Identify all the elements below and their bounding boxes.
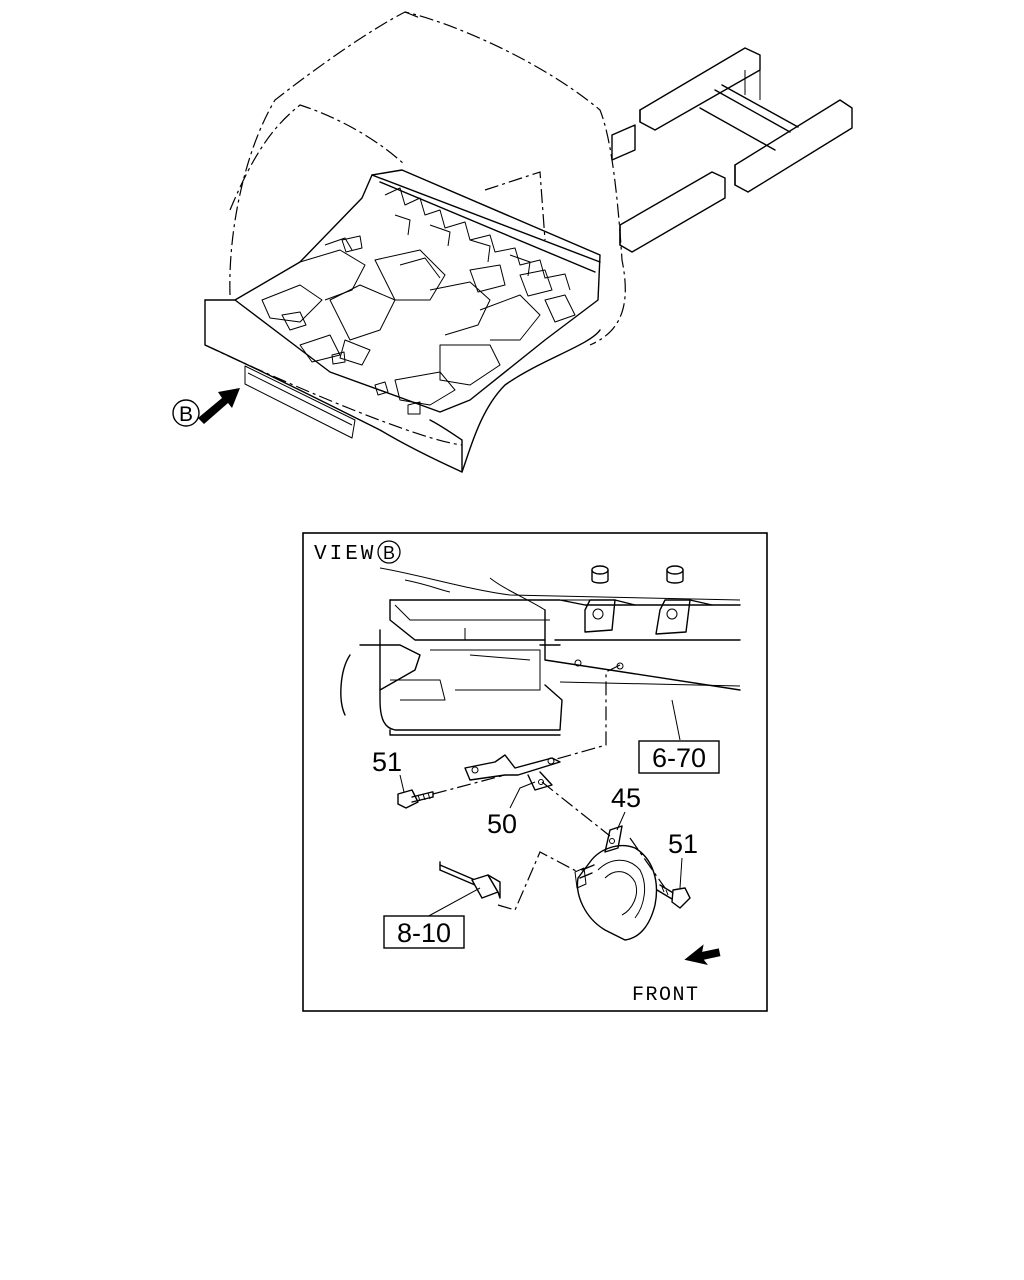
- cab-overview-illustration: B: [172, 11, 853, 473]
- ref-harness-label: 8-10: [397, 918, 451, 948]
- assembly-lines: [432, 664, 666, 911]
- view-b-title: VIEW B: [314, 540, 401, 566]
- front-arrow-icon: [684, 944, 721, 965]
- floor-panel: [234, 169, 601, 415]
- view-b-detail-panel: VIEW B: [302, 532, 768, 1012]
- view-title-text: VIEW: [314, 543, 376, 566]
- front-label: FRONT: [632, 984, 700, 1007]
- ref-frame-label: 6-70: [652, 743, 706, 773]
- frame-mount-brackets: [574, 565, 713, 670]
- callout-leaders: [399, 699, 683, 919]
- bolt-right: [656, 884, 691, 909]
- callout-bolt-left: 51: [372, 747, 402, 777]
- horn: [574, 825, 658, 941]
- ref-box-frame: 6-70: [638, 740, 720, 774]
- view-title-marker: B: [383, 543, 395, 563]
- ref-box-harness: 8-10: [383, 915, 465, 949]
- cab-body-outline: [229, 11, 626, 346]
- view-b-arrow: [198, 388, 240, 424]
- detail-frame: [302, 532, 768, 1012]
- harness-connector: [439, 861, 501, 899]
- chassis-frame-rails: [611, 47, 853, 253]
- front-lower-panel: [204, 299, 601, 473]
- horn-bracket: [464, 754, 561, 791]
- callout-bracket: 50: [487, 809, 517, 839]
- bolt-left: [397, 789, 434, 809]
- callout-horn: 45: [611, 783, 641, 813]
- view-b-marker: B: [172, 399, 200, 427]
- view-b-marker-letter: B: [179, 403, 193, 426]
- callout-bolt-right: 51: [668, 829, 698, 859]
- underbody-structure: [340, 567, 741, 736]
